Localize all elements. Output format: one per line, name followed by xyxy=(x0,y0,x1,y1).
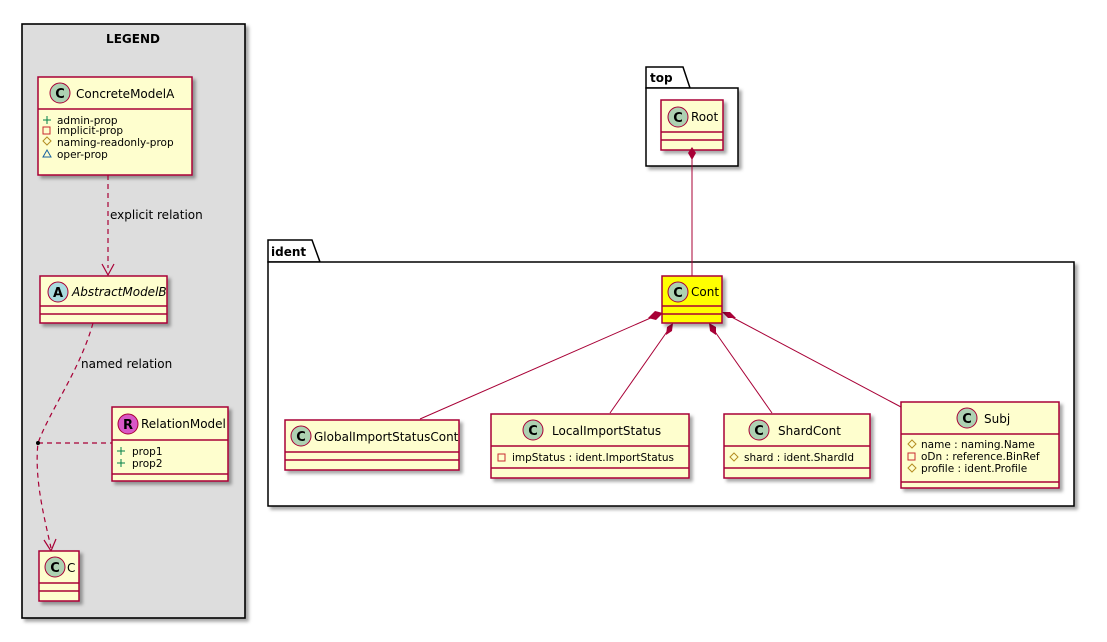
visibility-protected-icon xyxy=(907,439,917,449)
relation-badge-icon xyxy=(117,413,139,435)
class-name: LocalImportStatus xyxy=(552,424,661,438)
visibility-public-icon xyxy=(117,459,125,467)
badge-letter: C xyxy=(528,424,538,439)
class-name: ShardCont xyxy=(778,424,841,438)
class-badge-icon xyxy=(49,82,71,104)
explicit-relation-edge: explicit relation xyxy=(101,175,203,277)
attribute: naming-readonly-prop xyxy=(57,137,174,149)
badge-letter: C xyxy=(55,87,65,102)
attribute: prop1 xyxy=(132,446,163,458)
composition-diamond xyxy=(709,323,716,335)
badge-letter: R xyxy=(123,418,133,433)
class-name: C xyxy=(67,561,75,575)
class-cont[interactable]: C Cont xyxy=(661,275,723,324)
class-c[interactable]: C C xyxy=(38,550,80,602)
visibility-protected-icon xyxy=(42,136,52,146)
class-badge-icon xyxy=(956,407,978,429)
class-name: Cont xyxy=(691,285,719,299)
class-concrete-model-a[interactable]: C ConcreteModelA admin-prop implicit-pro… xyxy=(37,76,193,176)
class-badge-icon xyxy=(748,419,770,441)
composition-diamond xyxy=(722,312,736,318)
badge-letter: C xyxy=(962,412,972,427)
badge-letter: C xyxy=(754,424,764,439)
attribute: oDn : reference.BinRef xyxy=(921,451,1040,463)
class-badge-icon xyxy=(667,106,689,128)
visibility-private-icon xyxy=(42,126,51,135)
attribute: oper-prop xyxy=(57,149,108,161)
package-name: ident xyxy=(271,245,306,259)
visibility-private-icon xyxy=(497,453,506,462)
attribute: impStatus : ident.ImportStatus xyxy=(512,452,674,464)
attribute: prop2 xyxy=(132,458,163,470)
abstract-badge-icon xyxy=(47,281,69,303)
named-relation-edge: named relation xyxy=(36,322,172,553)
class-shard-cont[interactable]: C ShardCont shard : ident.ShardId xyxy=(723,413,871,479)
class-badge-icon xyxy=(522,419,544,441)
class-root[interactable]: C Root xyxy=(660,99,724,151)
visibility-protected-icon xyxy=(907,463,917,473)
badge-letter: C xyxy=(50,561,60,576)
class-name: Root xyxy=(691,110,718,124)
attribute: admin-prop xyxy=(57,115,118,127)
association-point xyxy=(36,441,40,445)
class-abstract-model-b[interactable]: A AbstractModelB xyxy=(39,275,168,324)
visibility-private-icon xyxy=(907,452,916,461)
attribute: profile : ident.Profile xyxy=(921,463,1027,475)
visibility-public-icon xyxy=(117,447,125,455)
attribute: shard : ident.ShardId xyxy=(744,452,854,464)
badge-letter: C xyxy=(296,430,306,445)
composition-edges xyxy=(419,147,902,420)
class-name: GlobalImportStatusCont xyxy=(314,430,459,444)
class-name: RelationModel xyxy=(141,417,226,431)
composition-diamond xyxy=(688,147,696,160)
class-relation-model[interactable]: R RelationModel prop1 prop2 xyxy=(111,406,229,482)
class-name: AbstractModelB xyxy=(71,285,167,299)
class-name: ConcreteModelA xyxy=(76,87,175,101)
class-badge-icon xyxy=(44,556,66,578)
package-name: top xyxy=(650,71,673,85)
class-name: Subj xyxy=(984,412,1010,426)
visibility-public-icon xyxy=(43,116,51,124)
class-badge-icon xyxy=(290,425,312,447)
visibility-protected-icon xyxy=(729,452,739,462)
visibility-package-icon xyxy=(42,148,52,158)
attribute: implicit-prop xyxy=(57,125,123,137)
composition-diamond xyxy=(666,323,673,335)
class-global-import-status-cont[interactable]: C GlobalImportStatusCont xyxy=(284,419,460,471)
composition-diamond xyxy=(648,311,663,320)
legend-title: LEGEND xyxy=(106,32,160,46)
class-local-import-status[interactable]: C LocalImportStatus impStatus : ident.Im… xyxy=(490,413,690,479)
badge-letter: C xyxy=(673,111,683,126)
class-badge-icon xyxy=(667,281,689,303)
explicit-relation-label: explicit relation xyxy=(110,208,203,222)
class-subj[interactable]: C Subj name : naming.Name oDn : referenc… xyxy=(900,401,1060,489)
named-relation-label: named relation xyxy=(81,357,172,371)
badge-letter: C xyxy=(673,286,683,301)
attribute: name : naming.Name xyxy=(921,439,1035,451)
badge-letter: A xyxy=(53,286,63,301)
